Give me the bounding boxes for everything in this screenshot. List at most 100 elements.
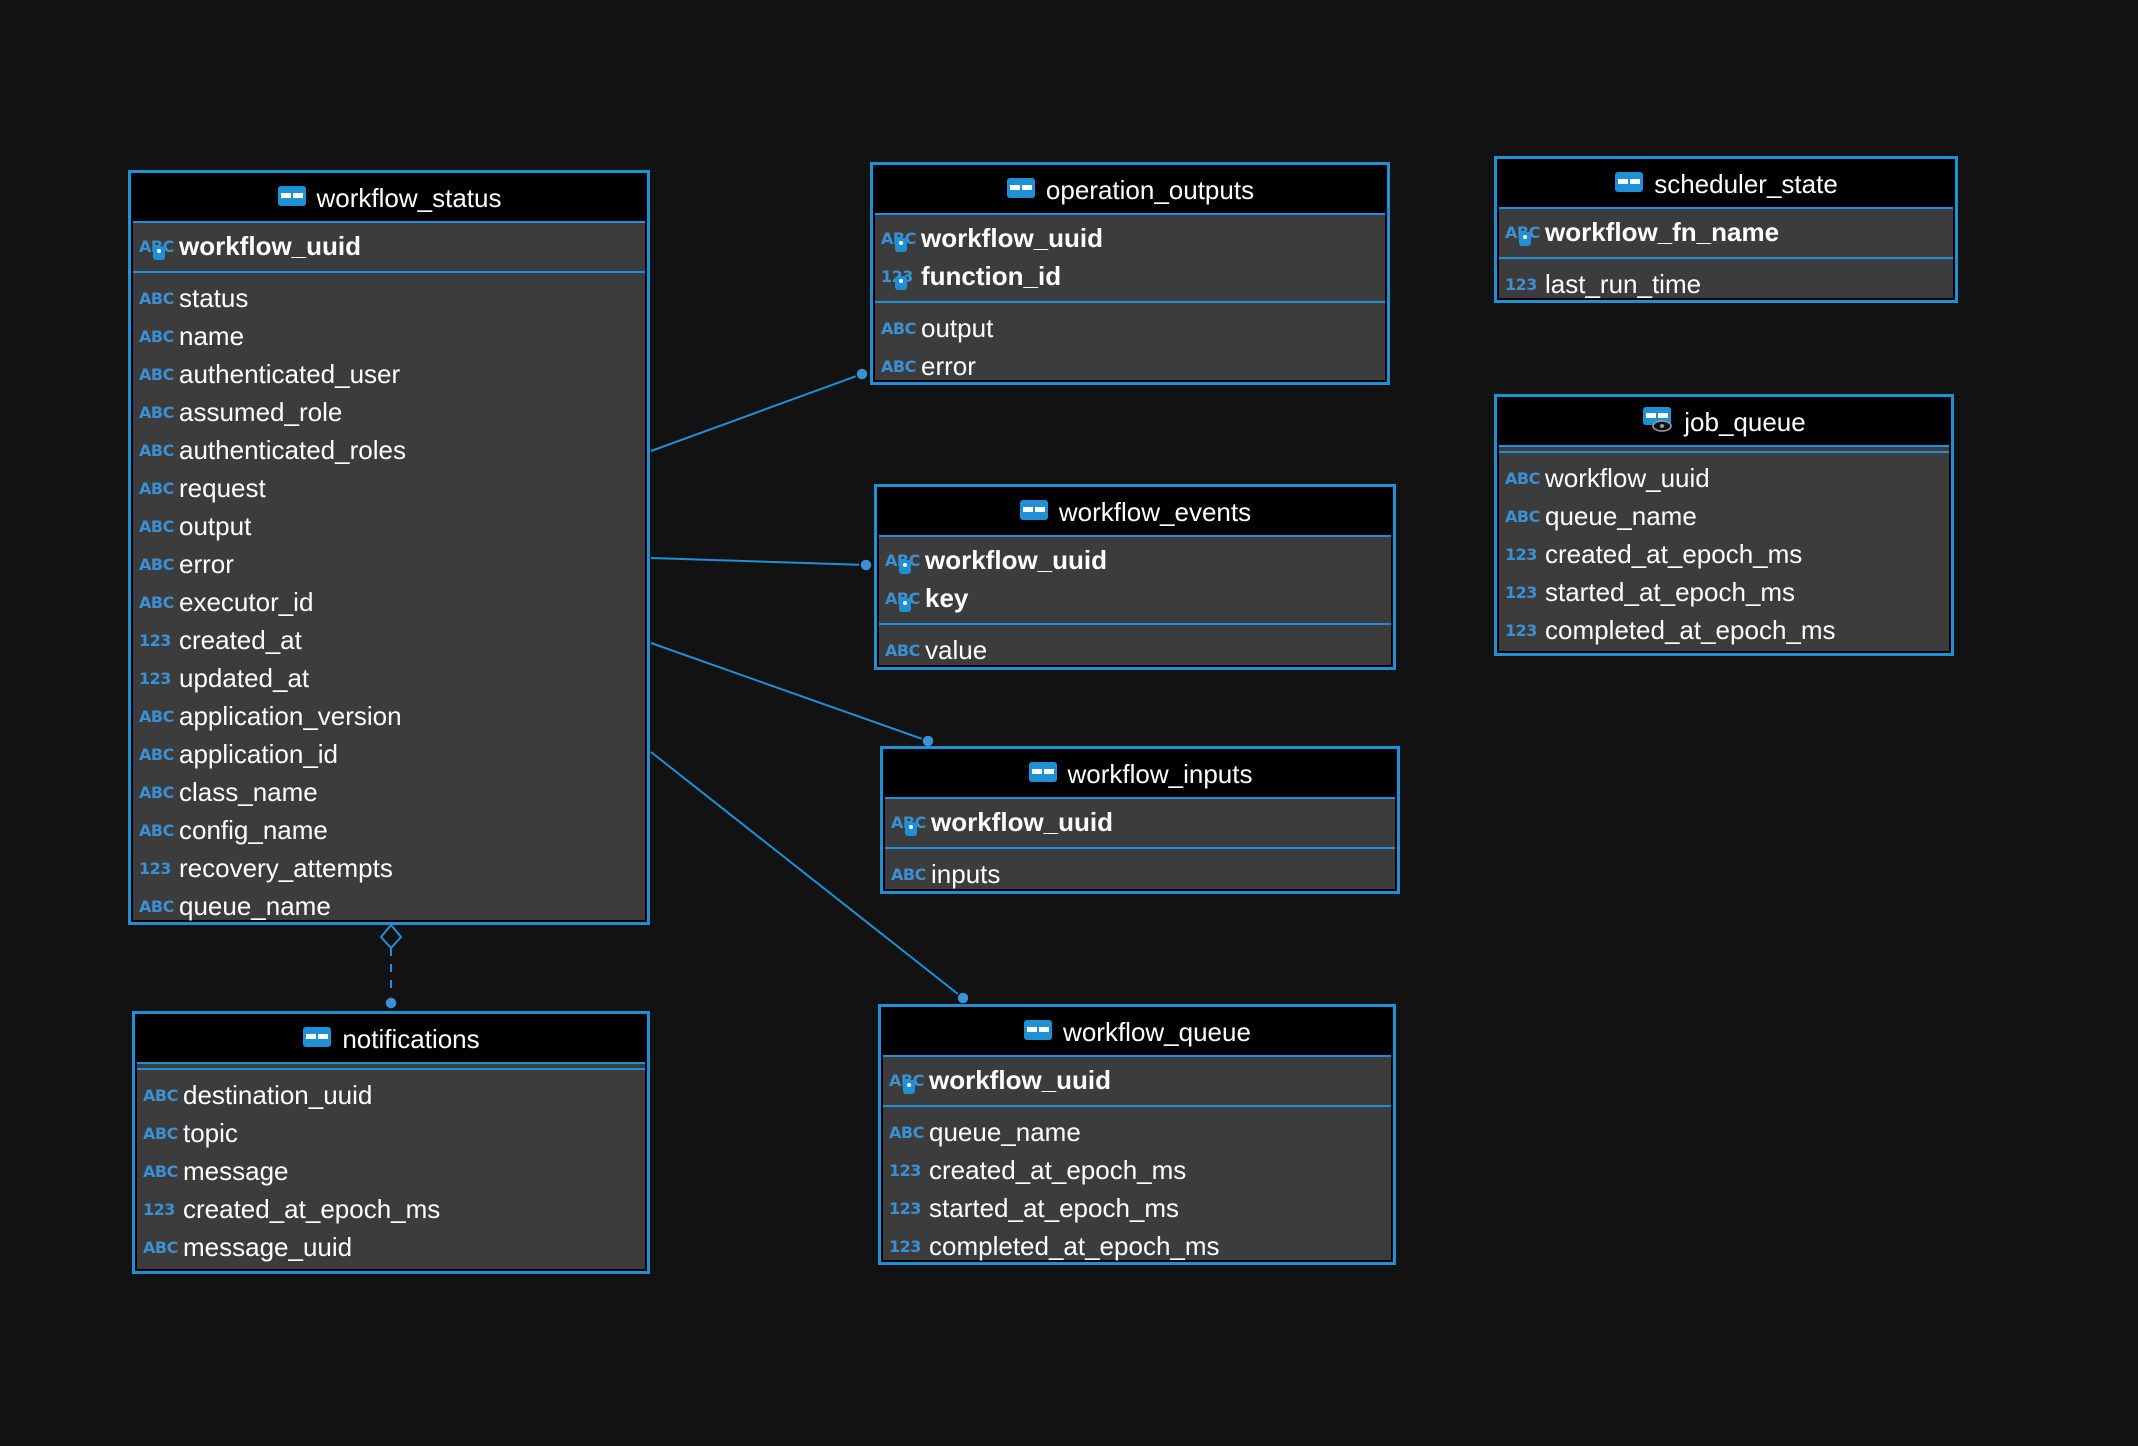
column-name: workflow_uuid [1545,462,1710,493]
entity-title: job_queue [1684,406,1806,437]
pk-column-row[interactable]: 123function_id [875,257,1385,295]
column-name: value [925,634,988,665]
column-name: workflow_uuid [929,1064,1111,1095]
entity-header[interactable]: job_queue [1499,399,1949,447]
pk-column-row[interactable]: ABCkey [879,579,1391,617]
text-type-icon: ABC [143,1237,178,1257]
number-type-icon: 123 [143,1199,175,1219]
number-type-icon: 123 [1505,544,1537,564]
table-icon [277,183,307,214]
table-icon [1006,175,1036,206]
column-name: updated_at [179,662,310,693]
column-name: inputs [931,858,1001,889]
key-icon [899,597,911,612]
number-type-icon: 123 [139,668,171,688]
text-type-icon: ABC [139,402,174,422]
link-status-to-workflow-events[interactable] [650,557,867,566]
entity-title: notifications [342,1023,480,1054]
number-type-icon: 123 [1505,582,1537,602]
text-type-icon: ABC [139,516,174,536]
entity-header[interactable]: workflow_inputs [885,751,1395,799]
key-icon [903,1079,915,1094]
column-row[interactable]: 123 updated_at [133,659,645,697]
text-type-icon: ABC [889,1122,924,1142]
link-status-to-workflow-queue[interactable] [650,751,964,999]
table-icon [1028,759,1058,790]
entity-header[interactable]: workflow_queue [883,1009,1391,1057]
link-status-to-operation-outputs[interactable] [650,373,863,452]
key-icon [899,559,911,574]
entity-header[interactable]: operation_outputs [875,167,1385,215]
column-name: created_at_epoch_ms [929,1154,1187,1185]
column-name: queue_name [929,1116,1081,1147]
table-icon [1019,497,1049,528]
column-name: queue_name [179,890,331,921]
link-status-to-workflow-inputs[interactable] [650,642,929,742]
column-name: output [179,510,252,541]
text-type-icon: ABC [881,229,916,252]
entity-operation-outputs[interactable]: operation_outputs ABCworkflow_uuid123fun… [870,162,1390,385]
number-type-icon: 123 [139,858,171,878]
entity-header[interactable]: workflow_events [879,489,1391,537]
entity-title: operation_outputs [1045,174,1255,205]
text-type-icon: ABC [139,478,174,498]
entity-header[interactable]: notifications [137,1016,645,1064]
entity-header[interactable]: workflow_status [133,175,645,223]
column-name: authenticated_user [179,358,401,389]
column-name: created_at [179,624,302,655]
entity-header[interactable]: scheduler_state [1499,161,1953,209]
